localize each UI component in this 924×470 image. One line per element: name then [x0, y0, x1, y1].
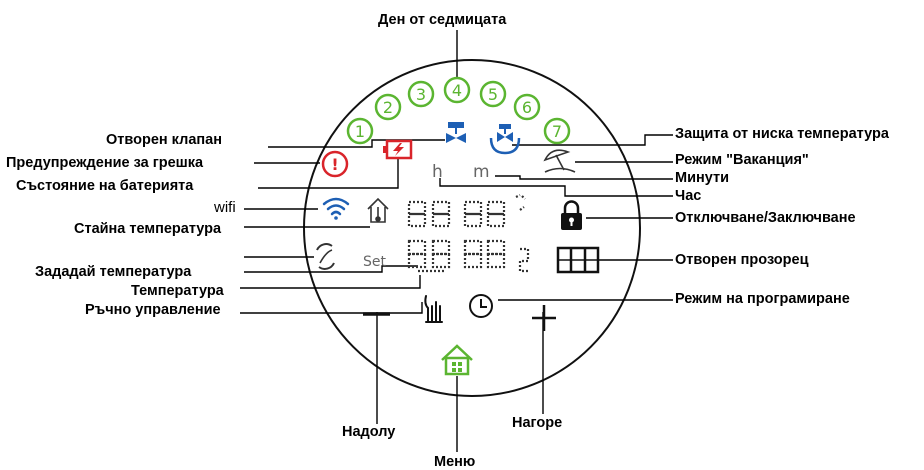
- set-text: Set: [363, 254, 387, 270]
- vacation-umbrella-icon: [543, 149, 576, 173]
- label-open-window: Отворен прозорец: [675, 252, 809, 268]
- label-program-mode: Режим на програмиране: [675, 291, 850, 307]
- label-error-warning: Предупреждение за грешка: [6, 155, 204, 171]
- label-down: Надолу: [342, 424, 396, 440]
- error-warning-icon: !: [321, 150, 349, 178]
- label-up: Нагоре: [512, 415, 563, 431]
- eco-cycle-icon: [316, 243, 335, 270]
- segment-display-upper: [407, 194, 526, 228]
- svg-text:4: 4: [452, 81, 462, 100]
- label-vacation-mode: Режим "Ваканция": [675, 152, 809, 168]
- label-valve-open: Отворен клапан: [106, 132, 222, 148]
- label-menu: Меню: [434, 454, 476, 470]
- day-7-icon: 7: [543, 117, 571, 145]
- label-manual-control: Ръчно управление: [85, 302, 221, 318]
- svg-text:5: 5: [488, 85, 498, 104]
- room-temp-house-icon: [367, 197, 389, 223]
- days-of-week: 1 2 3 4 5 6 7: [346, 76, 571, 145]
- svg-text:1: 1: [355, 122, 365, 141]
- svg-text:2: 2: [383, 98, 393, 117]
- day-2-icon: 2: [374, 93, 402, 121]
- day-4-icon: 4: [443, 76, 471, 104]
- label-wifi: wifi: [214, 199, 236, 216]
- label-hour: Час: [675, 188, 702, 204]
- valve-open-icon: [446, 122, 466, 143]
- label-temperature: Температура: [131, 283, 224, 299]
- label-set-temp: Зададай температура: [35, 264, 192, 280]
- day-5-icon: 5: [479, 80, 507, 108]
- thermostat-dial: [303, 59, 641, 397]
- svg-text:3: 3: [416, 85, 426, 104]
- svg-text:6: 6: [522, 98, 532, 117]
- wifi-icon: [322, 197, 350, 220]
- manual-hand-icon: [424, 295, 443, 323]
- day-6-icon: 6: [513, 93, 541, 121]
- label-day-of-week: Ден от седмицата: [378, 12, 507, 28]
- menu-house-icon[interactable]: [441, 344, 473, 376]
- segment-display-lower: [407, 239, 530, 273]
- program-clock-icon: [469, 294, 493, 318]
- low-temp-protection-icon: [489, 124, 521, 155]
- svg-text:7: 7: [552, 122, 562, 141]
- battery-icon: [383, 139, 413, 160]
- label-lock-unlock: Отключване/Заключване: [675, 210, 856, 226]
- plus-button[interactable]: [532, 305, 556, 331]
- label-battery-state: Състояние на батерията: [16, 178, 194, 194]
- hour-glyph: h: [432, 162, 443, 182]
- svg-text:!: !: [331, 155, 338, 174]
- open-window-icon: [556, 246, 600, 274]
- day-1-icon: 1: [346, 117, 374, 145]
- label-minutes: Минути: [675, 170, 730, 186]
- day-3-icon: 3: [407, 80, 435, 108]
- label-low-temp-protection: Защита от ниска температура: [675, 126, 889, 142]
- minute-glyph: m: [473, 162, 490, 182]
- padlock-icon: [561, 200, 582, 230]
- label-room-temp: Стайна температура: [74, 221, 222, 237]
